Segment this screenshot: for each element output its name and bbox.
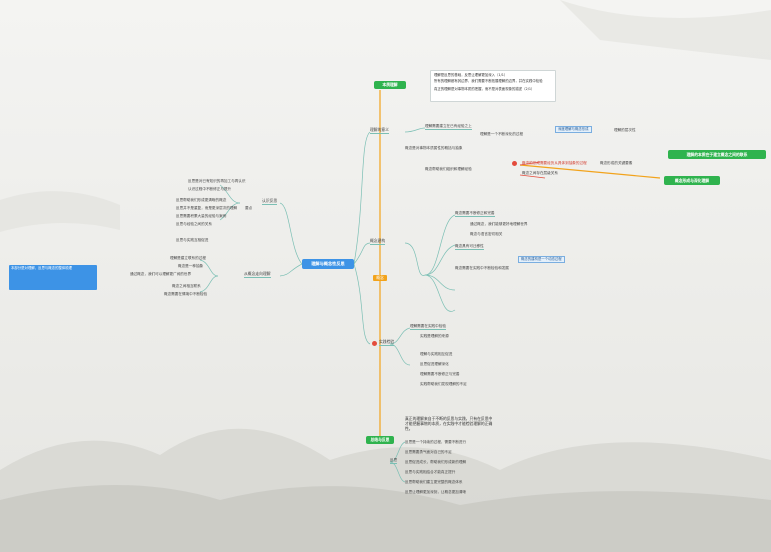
branch-d-item-5: 反思帮助我们建立更完整的概念体系 xyxy=(405,480,463,484)
branch-d-quote: 真正的理解来自于不断的反思与实践，只有在反思中才能把握事物的本质，在实践中才能检… xyxy=(405,416,493,431)
left-branch-2-item-4: 概念之间相互联系 xyxy=(172,284,201,288)
left-branch-1-item-3: 反思帮助我们形成更清晰的概念 xyxy=(176,198,227,202)
branch-b-item-9: 概念需要在实践中不断检验和发展 xyxy=(455,266,509,270)
left-branch-1-item-1: 反思是对已有知识的再加工与再认识 xyxy=(188,179,246,183)
branch-c-marker-icon xyxy=(372,341,377,346)
branch-c-item-3: 理解与实践相互促进 xyxy=(420,352,453,356)
branch-c-item-1: 理解需要在实践中检验 xyxy=(410,324,446,331)
branch-c-item-4: 反思促进理解深化 xyxy=(420,362,449,366)
branch-d-item-6: 反思让理解更加深刻，让概念更加清晰 xyxy=(405,490,467,494)
branch-d-item-4: 反思与实践相结合才能真正提升 xyxy=(405,470,456,474)
topic-badge-top[interactable]: 本质理解 xyxy=(374,81,406,89)
left-branch-1-item-5: 反思需要积累大量的经验与案例 xyxy=(176,214,227,218)
branch-c-title[interactable]: 实践检验 xyxy=(379,339,395,347)
left-branch-1-sublabel: 要点 xyxy=(245,206,253,210)
branch-a-tag-note: 理解的层次性 xyxy=(614,128,636,132)
left-branch-2-item-2: 概念是一种抽象 xyxy=(178,264,204,268)
branch-b-item-5: 概念需要不断修正和完善 xyxy=(455,211,495,218)
branch-c-item-6: 实践帮助我们发现理解的不足 xyxy=(420,382,467,386)
branch-d-item-1: 反思是一个持续的过程，需要不断进行 xyxy=(405,440,467,444)
branch-b-title[interactable]: 概念建构 xyxy=(370,238,386,246)
branch-a-title[interactable]: 理解的意义 xyxy=(370,127,389,135)
branch-d-item-2: 反思需要勇气面对自己的不足 xyxy=(405,450,452,454)
left-branch-1-item-4: 反思并不是重复，而是更深层次的理解 xyxy=(176,206,238,210)
branch-b-blue-note[interactable]: 概念的建构是一个动态过程 xyxy=(518,256,565,263)
left-branch-2-item-5: 概念需要在情境中不断检验 xyxy=(164,292,208,296)
branch-b-item-7: 概念与语言密切相关 xyxy=(470,232,503,236)
branch-c-item-2: 实践是理解的来源 xyxy=(420,334,449,338)
branch-a-highlight[interactable]: 深度理解与概念形成 xyxy=(555,126,592,133)
branch-a-item-2: 理解是一个不断深化的过程 xyxy=(480,132,524,136)
left-branch-1-item-2: 认识过程中不断修正与提升 xyxy=(188,187,232,191)
branch-b-item-2: 概念帮助我们组织和理解经验 xyxy=(425,167,472,171)
left-branch-1-item-6: 反思与经验之间的关系 xyxy=(176,222,212,226)
branch-b-item-1: 概念是对事物本质属性的概括与抽象 xyxy=(405,146,463,150)
note-line-3: 真正的理解是对事物本质的把握，而不是对表面现象的描述（2/1） xyxy=(434,87,535,91)
branch-b-item-6: 通过概念，我们能够更好地理解世界 xyxy=(470,222,528,226)
left-branch-2-item-3: 通过概念，我们可以理解更广阔的世界 xyxy=(130,272,192,276)
branch-d-item-3: 反思促进成长，帮助我们形成新的理解 xyxy=(405,460,467,464)
left-branch-1-item-7: 反思与实践互相促进 xyxy=(176,238,209,242)
branch-b-item-3: 概念的形成需要经历从具体到抽象的过程 xyxy=(522,161,587,165)
topic-badge-bottom[interactable]: 总结与反思 xyxy=(366,436,394,444)
left-branch-1-title[interactable]: 认识反思 xyxy=(262,198,278,206)
note-line-2: 所有的理解都有其边界，我们需要不断拓展理解的边界，并在实践中检验 xyxy=(434,79,543,83)
axis-label-tag: 概念 xyxy=(373,275,387,281)
red-marker-icon xyxy=(512,161,517,166)
branch-b-item-4: 概念之间存在层级关系 xyxy=(522,171,558,175)
callout-green-1[interactable]: 理解的本质在于建立概念之间的联系 xyxy=(668,150,766,159)
branch-a-item-1: 理解需要建立在已有经验之上 xyxy=(425,124,472,131)
callout-green-2[interactable]: 概念形成与深化理解 xyxy=(664,176,720,185)
note-line-1: 理解是反思的基础，反思让理解更加深入（1/1） xyxy=(434,73,508,77)
left-branch-2-title[interactable]: 从概念走向理解 xyxy=(244,271,271,279)
side-note[interactable]: 本部分是对理解、反思与概念的整体梳理 xyxy=(9,265,97,290)
note-box: 理解是反思的基础，反思让理解更加深入（1/1） 所有的理解都有其边界，我们需要不… xyxy=(430,70,556,102)
left-branch-2-item-1: 理解是建立联系的过程 xyxy=(170,256,206,260)
branch-d-sublabel[interactable]: 反思 xyxy=(390,458,398,465)
branch-b-highlight: 概念形成的关键要素 xyxy=(600,161,633,165)
branch-b-item-8: 概念具有可迁移性 xyxy=(455,244,484,251)
central-topic[interactable]: 理解与概念性反思 xyxy=(302,259,354,269)
branch-c-item-5: 理解需要不断修正与完善 xyxy=(420,372,460,376)
